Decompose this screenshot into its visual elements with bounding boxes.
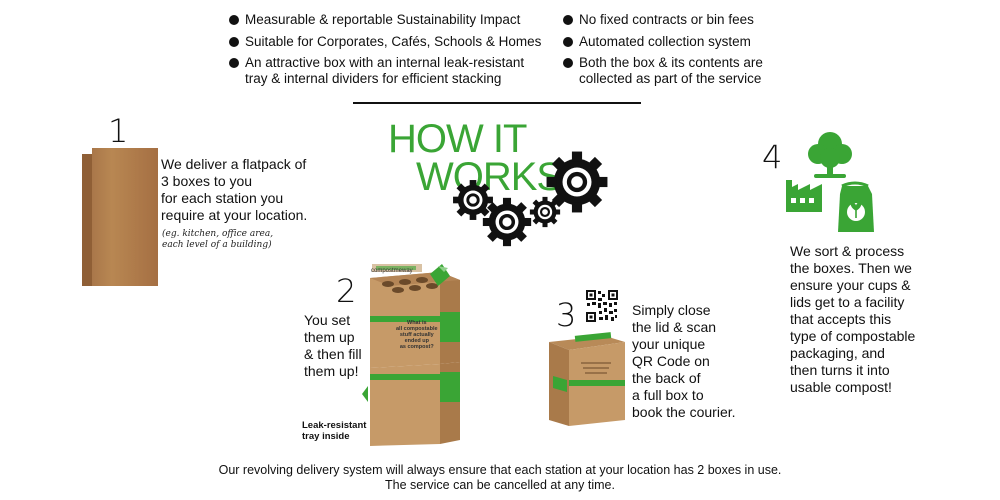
box-question-line: What is [407, 320, 427, 326]
step-line: the boxes. Then we [790, 260, 912, 276]
bullet-dot [229, 37, 239, 47]
note-line: each level of a building) [162, 240, 272, 250]
leak-label-line: Leak-resistant [302, 420, 367, 431]
bullet-dot [229, 58, 239, 68]
title-line: WORKS [416, 155, 563, 199]
step-line: QR Code on [632, 353, 710, 369]
box-brand: compostmeway [371, 268, 413, 274]
bullet-text: Measurable & reportable Sustainability I… [245, 12, 521, 27]
gears-icon [453, 151, 608, 247]
step-line: then turns it into [790, 362, 890, 378]
step-line: book the courier. [632, 404, 736, 420]
step-line: We deliver a flatpack of [161, 156, 307, 172]
step-number: 2 [336, 272, 357, 310]
bullet-dot [563, 15, 573, 25]
bullet-dot [229, 15, 239, 25]
bullet-item: No fixed contracts or bin fees [563, 12, 754, 28]
box-question-line: all compostable [396, 326, 438, 332]
compost-bag-icon [838, 181, 874, 232]
box-question-line: as compost? [399, 344, 434, 350]
step-number: 4 [762, 138, 783, 176]
step-line: lids get to a facility [790, 294, 905, 310]
closed-box-image [549, 332, 625, 426]
step-line: that accepts this [790, 311, 892, 327]
step-line: You set [304, 312, 351, 328]
step-line: the back of [632, 370, 701, 386]
step-line: packaging, and [790, 345, 885, 361]
bullet-line: Both the box & its contents are [579, 55, 763, 70]
divider-rule [353, 102, 641, 104]
step-line: usable compost! [790, 379, 892, 395]
step3-text: Simply close the lid & scan your unique … [632, 302, 736, 421]
step-line: Simply close [632, 302, 711, 318]
step-number: 3 [556, 296, 577, 334]
bullet-item: Automated collection system [563, 34, 751, 50]
step-line: for each station you [161, 190, 284, 206]
bullet-item: Suitable for Corporates, Cafés, Schools … [229, 34, 541, 50]
step-number: 1 [108, 112, 129, 150]
step1-text: We deliver a flatpack of 3 boxes to you … [161, 156, 307, 224]
bullet-dot [563, 58, 573, 68]
step1-note: (eg. kitchen, office area, each level of… [162, 229, 273, 251]
leak-label-line: tray inside [302, 431, 350, 442]
bullet-item: Measurable & reportable Sustainability I… [229, 12, 520, 28]
bullet-line: An attractive box with an internal leak-… [245, 55, 525, 70]
page-title: HOW IT WORKS [388, 117, 563, 199]
step-line: & then fill [304, 346, 362, 362]
title-line: HOW IT [388, 117, 527, 161]
box-question: What is all compostable stuff actually e… [396, 320, 438, 350]
tree-icon [808, 132, 852, 178]
note-line: (eg. kitchen, office area, [162, 229, 274, 239]
step-line: the lid & scan [632, 319, 717, 335]
bullet-dot [563, 37, 573, 47]
step-line: type of compostable [790, 328, 916, 344]
box-question-line: stuff actually [399, 332, 434, 338]
bullet-line: tray & internal dividers for efficient s… [245, 71, 502, 86]
bullet-text: No fixed contracts or bin fees [579, 12, 754, 27]
box-question-line: ended up [404, 338, 430, 344]
footer-line: Our revolving delivery system will alway… [218, 463, 782, 477]
step-line: your unique [632, 336, 706, 352]
qr-code-icon [585, 289, 619, 323]
step-line: them up! [304, 363, 359, 379]
recycling-icons [786, 132, 874, 232]
bullet-text: Suitable for Corporates, Cafés, Schools … [245, 34, 542, 49]
factory-icon [786, 180, 822, 212]
step-line: require at your location. [161, 207, 308, 223]
footer-line: The service can be cancelled at any time… [385, 478, 615, 492]
bullet-line: collected as part of the service [579, 71, 762, 86]
footer-text: Our revolving delivery system will alway… [0, 463, 1000, 493]
step-line: 3 boxes to you [161, 173, 253, 189]
step-line: a full box to [632, 387, 704, 403]
leak-resistant-label: Leak-resistant tray inside [302, 420, 366, 442]
step-line: them up [304, 329, 355, 345]
bullet-text: An attractive box with an internal leak-… [245, 55, 524, 87]
step2-text: You set them up & then fill them up! [304, 312, 362, 380]
bullet-text: Automated collection system [579, 34, 751, 49]
stacked-boxes-image [362, 264, 460, 446]
step4-text: We sort & process the boxes. Then we ens… [790, 243, 915, 396]
step-line: ensure your cups & [790, 277, 911, 293]
step-line: We sort & process [790, 243, 905, 259]
flatpack-box-image [82, 148, 158, 286]
bullet-item: An attractive box with an internal leak-… [229, 55, 524, 87]
